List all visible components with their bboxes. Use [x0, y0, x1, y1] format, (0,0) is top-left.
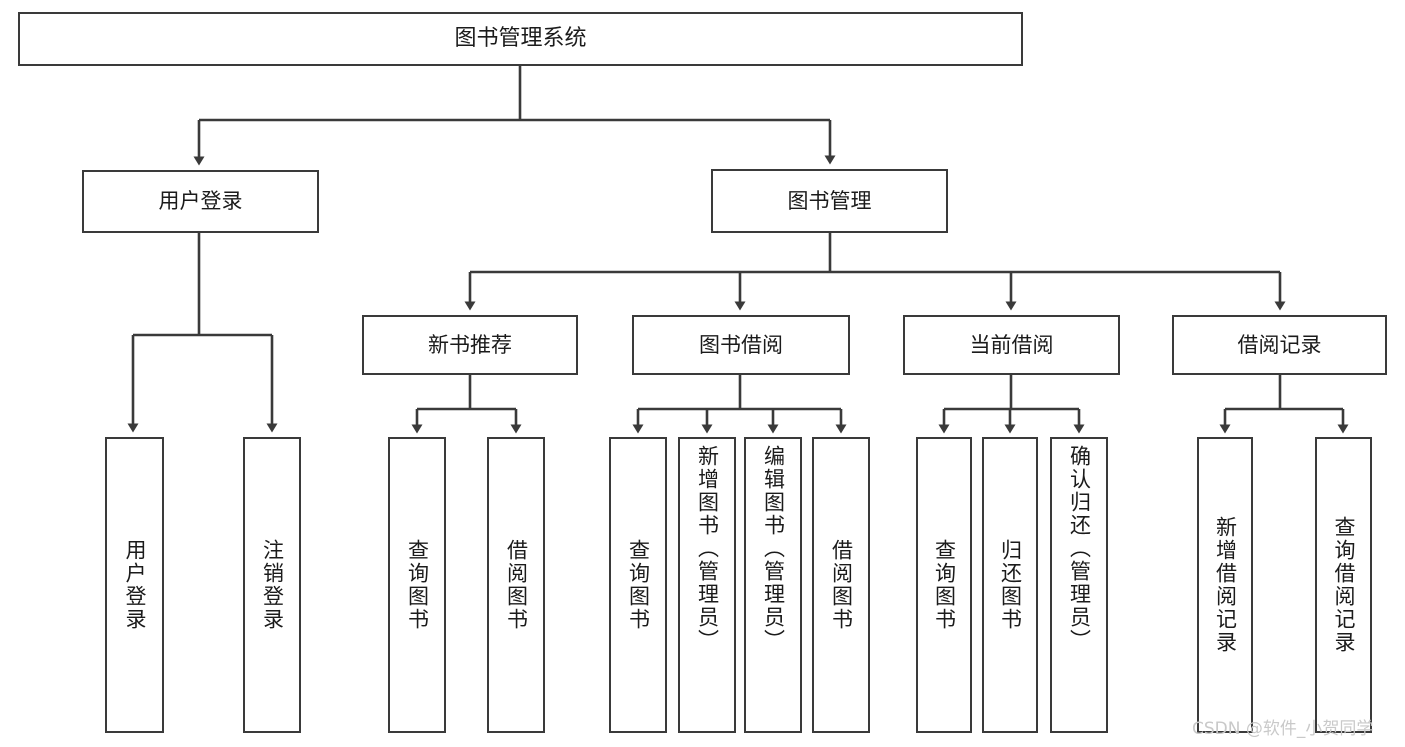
leaf-borrow-book-recommend-label: 借阅图书 [504, 539, 529, 631]
node-user-login-label: 用户登录 [158, 189, 243, 214]
leaf-add-borrow-record-label: 新增借阅记录 [1213, 516, 1238, 654]
node-root[interactable]: 图书管理系统 [18, 12, 1023, 66]
leaf-add-book-admin-label: 新增图书（管理员） [695, 445, 720, 652]
node-current-borrow-label: 当前借阅 [969, 332, 1054, 357]
node-book-borrow[interactable]: 图书借阅 [632, 315, 850, 375]
leaf-user-login-label: 用户登录 [123, 539, 147, 631]
node-new-book-recommend-label: 新书推荐 [428, 332, 512, 357]
leaf-user-logout[interactable]: 注销登录 [243, 437, 301, 733]
node-user-login[interactable]: 用户登录 [82, 170, 319, 233]
node-new-book-recommend[interactable]: 新书推荐 [362, 315, 578, 375]
leaf-user-logout-label: 注销登录 [260, 539, 285, 631]
leaf-confirm-return-admin[interactable]: 确认归还（管理员） [1050, 437, 1108, 733]
leaf-query-book-recommend-label: 查询图书 [405, 539, 430, 631]
leaf-return-book-label: 归还图书 [998, 539, 1023, 631]
leaf-add-borrow-record[interactable]: 新增借阅记录 [1197, 437, 1253, 733]
leaf-edit-book-admin[interactable]: 编辑图书（管理员） [744, 437, 802, 733]
node-book-borrow-label: 图书借阅 [699, 332, 783, 357]
leaf-add-book-admin[interactable]: 新增图书（管理员） [678, 437, 736, 733]
leaf-borrow-book[interactable]: 借阅图书 [812, 437, 870, 733]
node-root-label: 图书管理系统 [454, 26, 587, 52]
leaf-edit-book-admin-label: 编辑图书（管理员） [761, 445, 786, 652]
leaf-query-book-borrow[interactable]: 查询图书 [609, 437, 667, 733]
leaf-user-login[interactable]: 用户登录 [105, 437, 164, 733]
leaf-query-book-recommend[interactable]: 查询图书 [388, 437, 446, 733]
leaf-query-borrow-record[interactable]: 查询借阅记录 [1315, 437, 1372, 733]
leaf-query-book-current-label: 查询图书 [932, 539, 957, 631]
leaf-borrow-book-recommend[interactable]: 借阅图书 [487, 437, 545, 733]
node-book-management-label: 图书管理 [787, 188, 872, 213]
leaf-borrow-book-label: 借阅图书 [829, 539, 854, 631]
node-current-borrow[interactable]: 当前借阅 [903, 315, 1120, 375]
leaf-query-book-borrow-label: 查询图书 [626, 539, 651, 631]
leaf-return-book[interactable]: 归还图书 [982, 437, 1038, 733]
leaf-query-borrow-record-label: 查询借阅记录 [1332, 516, 1356, 654]
node-book-management[interactable]: 图书管理 [711, 169, 948, 233]
leaf-query-book-current[interactable]: 查询图书 [916, 437, 972, 733]
csdn-watermark: CSDN @软件_小贺同学 [1192, 719, 1374, 739]
node-borrow-records-label: 借阅记录 [1237, 332, 1322, 357]
leaf-confirm-return-admin-label: 确认归还（管理员） [1067, 445, 1092, 652]
node-borrow-records[interactable]: 借阅记录 [1172, 315, 1387, 375]
